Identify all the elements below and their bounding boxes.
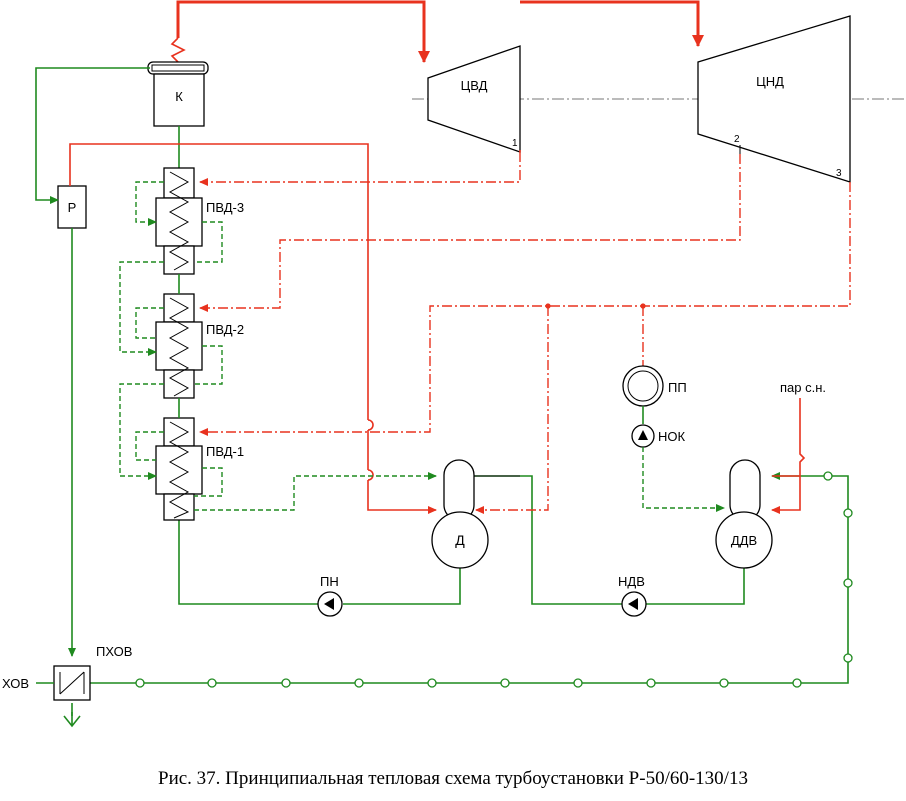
makeup-pump: НДВ [618, 574, 647, 617]
svg-text:ПН: ПН [320, 574, 339, 589]
svg-text:ПВД-3: ПВД-3 [206, 200, 244, 215]
feed-pump: ПН [317, 574, 343, 617]
hph-1: ПВД-1 [155, 417, 244, 521]
makeup-deaerator: ДДВ [715, 459, 773, 569]
svg-text:2: 2 [734, 134, 740, 145]
svg-text:1: 1 [512, 138, 518, 149]
svg-text:пар с.н.: пар с.н. [780, 380, 826, 395]
svg-text:3: 3 [836, 168, 842, 179]
lp-turbine: ЦНД 2 3 [697, 15, 851, 183]
svg-text:ЦНД: ЦНД [756, 74, 784, 89]
condensate-pump: НОК [631, 424, 686, 448]
svg-text:ДДВ: ДДВ [731, 533, 757, 548]
svg-text:ПХОВ: ПХОВ [96, 644, 132, 659]
svg-text:Д: Д [455, 532, 465, 548]
thermal-scheme-diagram: ЦВД 1 ЦНД 2 3 К Р [2, 0, 906, 728]
svg-text:ХОВ: ХОВ [2, 676, 29, 691]
regulator: Р [57, 185, 87, 229]
hp-turbine: ЦВД 1 [427, 45, 521, 153]
steam-to-deaerator [69, 143, 521, 514]
svg-text:ЦВД: ЦВД [461, 78, 488, 93]
svg-text:ПВД-2: ПВД-2 [206, 322, 244, 337]
aux-steam-line: пар с.н. [771, 380, 826, 514]
deaerator: Д [431, 459, 489, 569]
svg-text:К: К [175, 89, 183, 104]
main-steam-lines [170, 0, 704, 63]
boiler: К [147, 61, 209, 127]
hph-2: ПВД-2 [155, 293, 244, 399]
water-lines [35, 67, 849, 728]
process-steam-user: ПП [622, 365, 687, 407]
water-line-nodes [135, 471, 853, 688]
svg-text:ПП: ПП [668, 380, 687, 395]
extraction-lines [199, 152, 851, 514]
svg-text:НДВ: НДВ [618, 574, 645, 589]
svg-text:ПВД-1: ПВД-1 [206, 444, 244, 459]
chem-water-inlet: ХОВ [2, 676, 54, 691]
svg-text:Р: Р [68, 200, 77, 215]
heater-drains [119, 181, 437, 511]
figure-caption: Рис. 37. Принципиальная тепловая схема т… [158, 768, 748, 789]
hph-3: ПВД-3 [155, 167, 244, 275]
svg-text:НОК: НОК [658, 429, 686, 444]
chem-water-heater: ПХОВ [53, 644, 132, 701]
